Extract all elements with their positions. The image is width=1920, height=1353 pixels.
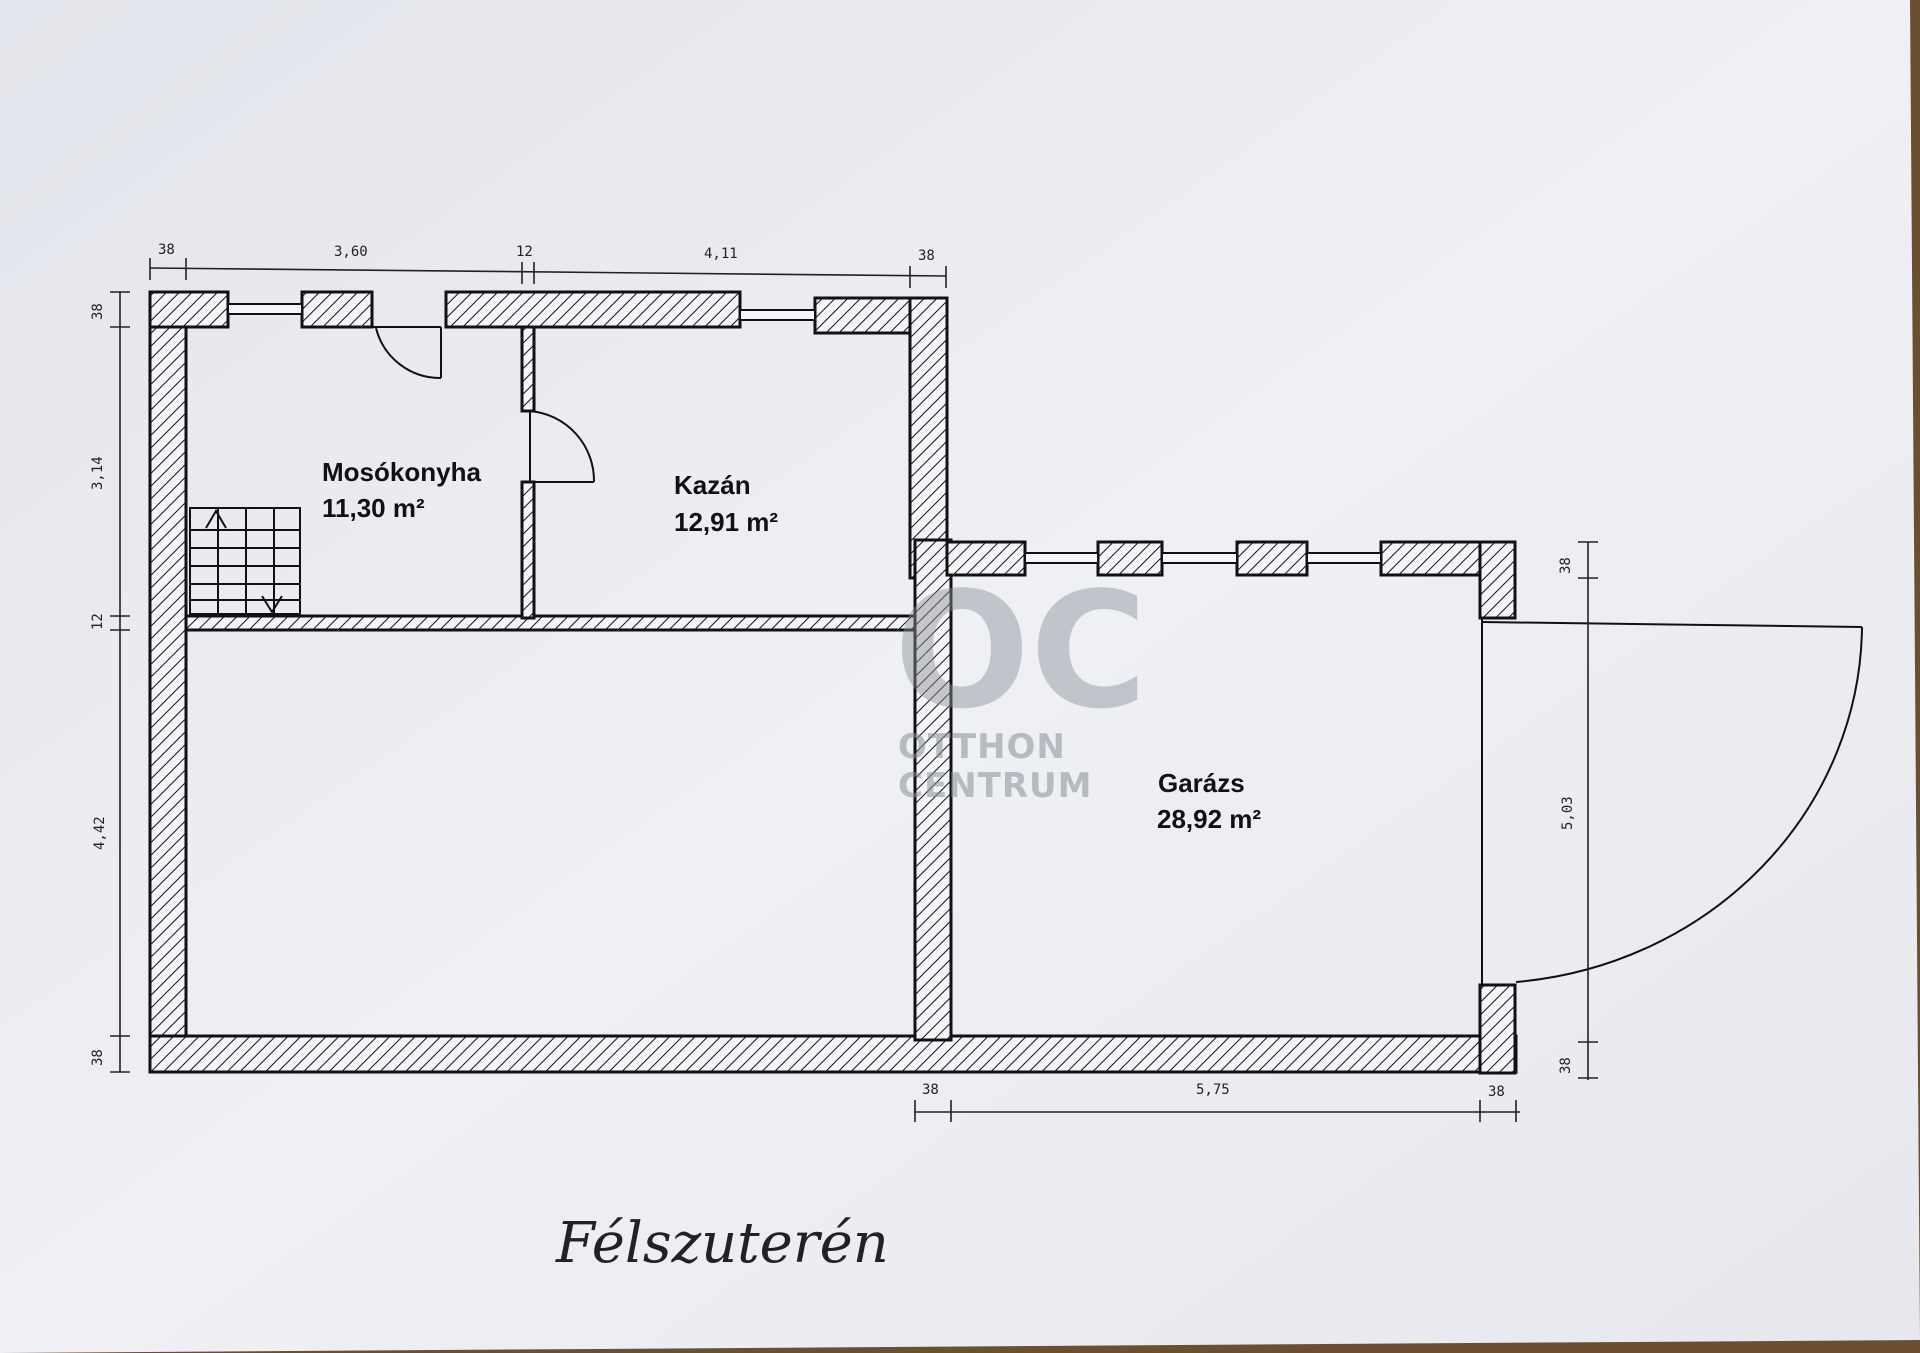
watermark-line2: CENTRUM: [898, 766, 1092, 806]
room-labels: Mosókonyha 11,30 m² Kazán 12,91 m² Garáz…: [322, 457, 1261, 834]
dim-top-4: 4,11: [704, 246, 738, 262]
handwritten-level-label: Félszuterén: [555, 1211, 889, 1276]
dim-left-1: 38: [90, 303, 106, 320]
staircase: [189, 507, 301, 615]
room-area-mosokonyha: 11,30 m²: [322, 493, 425, 523]
dim-bottom-3: 38: [1488, 1084, 1505, 1100]
dim-left-5: 38: [90, 1049, 106, 1066]
room-area-kazan: 12,91 m²: [674, 507, 778, 537]
dim-top-1: 38: [158, 242, 175, 258]
room-name-kazan: Kazán: [674, 470, 751, 500]
windows: [227, 303, 1483, 985]
watermark: OC OTTHON CENTRUM: [894, 557, 1147, 806]
dim-left-4: 4,42: [92, 816, 108, 850]
dimension-lines: [110, 258, 1598, 1122]
dimension-labels: 38 3,60 12 4,11 38 38 3,14 12 4,42 38 38…: [90, 242, 1576, 1100]
walls: [148, 290, 1518, 1075]
dim-left-2: 3,14: [90, 456, 106, 490]
room-name-mosokonyha: Mosókonyha: [322, 457, 481, 487]
dim-top-5: 38: [918, 248, 935, 264]
watermark-logo: OC: [894, 557, 1147, 744]
dim-right-3: 38: [1558, 1057, 1574, 1074]
watermark-line1: OTTHON: [898, 727, 1066, 767]
dim-right-1: 38: [1558, 557, 1574, 574]
dim-left-3: 12: [90, 613, 106, 630]
dim-top-3: 12: [516, 244, 533, 260]
dim-top-2: 3,60: [334, 244, 368, 260]
room-area-garazs: 28,92 m²: [1157, 804, 1261, 834]
room-name-garazs: Garázs: [1158, 768, 1245, 798]
dim-bottom-2: 5,75: [1196, 1082, 1230, 1098]
dim-bottom-1: 38: [922, 1082, 939, 1098]
door-swings: [372, 326, 1863, 983]
dim-right-2: 5,03: [1560, 796, 1576, 830]
